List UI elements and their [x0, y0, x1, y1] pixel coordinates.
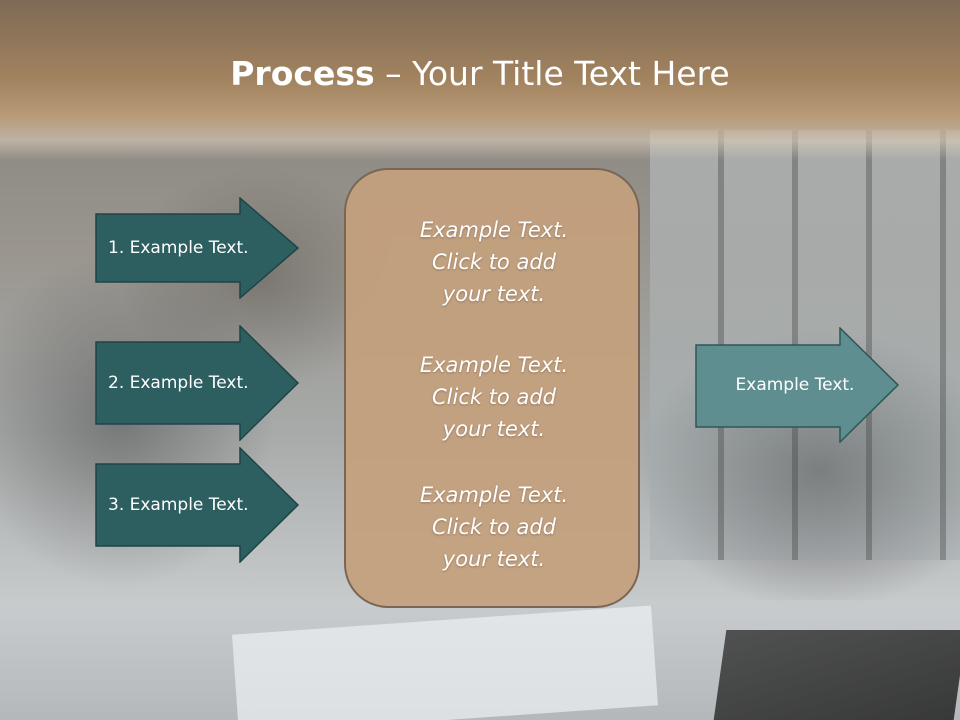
arrow-shape-icon	[95, 325, 300, 441]
result-arrow[interactable]: Example Text.	[695, 327, 900, 443]
slide-title[interactable]: Process – Your Title Text Here	[0, 52, 960, 96]
center-block-line: Example Text.	[419, 353, 569, 377]
center-block-1: Example Text. Click to add your text.	[346, 214, 642, 310]
center-block-2: Example Text. Click to add your text.	[346, 349, 642, 445]
center-text-box[interactable]: Example Text. Click to add your text. Ex…	[344, 168, 640, 608]
center-block-3: Example Text. Click to add your text.	[346, 479, 642, 575]
center-block-line: Example Text.	[419, 483, 569, 507]
center-block-line: Click to add	[431, 250, 556, 274]
step-label-2: 2. Example Text.	[108, 373, 249, 393]
center-block-line: your text.	[442, 282, 546, 306]
slide-title-bold: Process	[230, 54, 375, 93]
center-block-line: your text.	[442, 547, 546, 571]
arrow-shape-icon	[95, 447, 300, 563]
arrow-shape-icon	[95, 197, 300, 299]
step-arrow-2[interactable]: 2. Example Text.	[95, 325, 300, 441]
slide-title-rest: – Your Title Text Here	[374, 54, 730, 93]
result-label: Example Text.	[735, 375, 855, 395]
step-label-1: 1. Example Text.	[108, 238, 249, 258]
center-block-line: your text.	[442, 417, 546, 441]
title-band	[0, 0, 960, 160]
step-label-3: 3. Example Text.	[108, 495, 249, 515]
step-arrow-1[interactable]: 1. Example Text.	[95, 197, 300, 299]
center-block-line: Example Text.	[419, 218, 569, 242]
laptop	[713, 630, 960, 720]
arrow-shape-icon	[695, 327, 900, 443]
center-block-line: Click to add	[431, 515, 556, 539]
step-arrow-3[interactable]: 3. Example Text.	[95, 447, 300, 563]
center-block-line: Click to add	[431, 385, 556, 409]
